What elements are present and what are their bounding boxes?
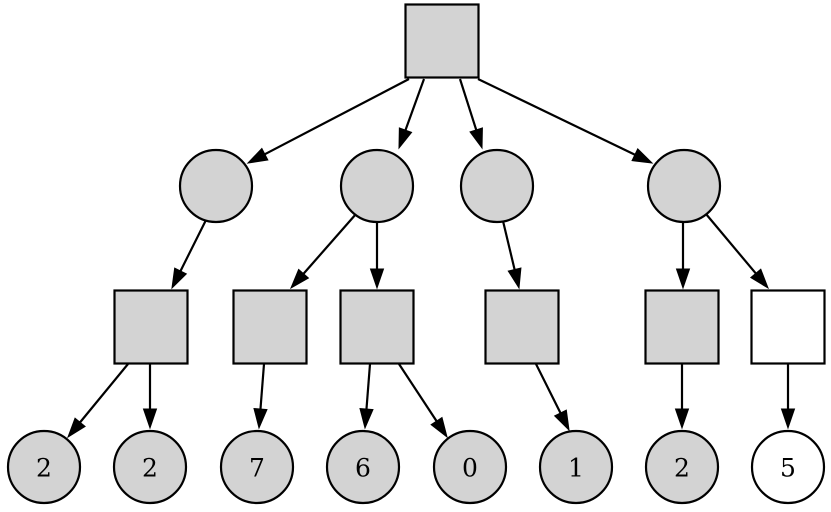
node-label: 0	[462, 454, 478, 483]
edge-line	[458, 78, 478, 132]
node-square-shape[interactable]	[404, 3, 480, 79]
edge-c2-to-s2	[289, 213, 357, 290]
edge-line	[477, 78, 637, 157]
node-label: 7	[249, 454, 265, 483]
arrowhead-icon	[246, 147, 269, 164]
edge-line	[403, 78, 426, 132]
node-l3[interactable]: 7	[219, 429, 295, 505]
edge-c4-to-s5	[675, 222, 691, 290]
node-label: 5	[780, 454, 796, 483]
arrowhead-icon	[674, 408, 690, 430]
edge-s1-to-l1	[67, 363, 129, 439]
arrowhead-icon	[631, 148, 654, 164]
node-circle-shape[interactable]	[112, 429, 188, 505]
arrowhead-icon	[289, 268, 310, 290]
arrowhead-icon	[675, 268, 691, 290]
arrowhead-icon	[67, 417, 86, 439]
node-square-shape[interactable]	[644, 289, 720, 365]
node-s1[interactable]	[113, 289, 189, 365]
edge-s2-to-l3	[253, 363, 268, 430]
node-s3[interactable]	[339, 289, 415, 365]
edge-line	[262, 78, 410, 156]
node-square-shape[interactable]	[232, 289, 308, 365]
edge-line	[705, 213, 758, 276]
node-label: 2	[36, 454, 52, 483]
edge-c2-to-s3	[369, 222, 385, 290]
edge-line	[365, 363, 372, 411]
node-c3[interactable]	[459, 148, 535, 224]
node-circle-shape[interactable]	[178, 148, 254, 224]
edge-line	[398, 363, 439, 423]
node-l4[interactable]: 6	[325, 429, 401, 505]
node-circle-shape[interactable]	[646, 148, 722, 224]
edge-c4-to-s6	[705, 213, 769, 290]
edge-s6-to-l8	[780, 364, 796, 430]
node-s4[interactable]	[484, 289, 560, 365]
node-label: 2	[142, 454, 158, 483]
edge-c3-to-s4	[501, 220, 522, 290]
node-circle-shape[interactable]	[538, 429, 614, 505]
arrowhead-icon	[507, 267, 522, 290]
node-square-shape[interactable]	[484, 289, 560, 365]
node-label: 2	[674, 454, 690, 483]
edges-layer	[67, 78, 796, 439]
arrowhead-icon	[253, 407, 268, 430]
node-l7[interactable]: 2	[644, 429, 720, 505]
node-circle-shape[interactable]	[219, 429, 295, 505]
node-s2[interactable]	[232, 289, 308, 365]
node-c4[interactable]	[646, 148, 722, 224]
node-c2[interactable]	[339, 148, 415, 224]
arrowhead-icon	[398, 127, 413, 150]
arrowhead-icon	[749, 268, 769, 290]
node-label: 1	[568, 454, 584, 483]
edge-root-to-c2	[398, 78, 426, 150]
arrowhead-icon	[142, 408, 158, 430]
edge-line	[301, 213, 357, 276]
edge-s5-to-l7	[674, 364, 690, 430]
node-circle-shape[interactable]	[459, 148, 535, 224]
node-l6[interactable]: 1	[538, 429, 614, 505]
edge-s4-to-l6	[535, 363, 570, 432]
edge-s3-to-l4	[359, 363, 374, 430]
node-l1[interactable]: 2	[6, 429, 82, 505]
node-circle-shape[interactable]	[432, 429, 508, 505]
nodes-layer: 2 2 7 6 0 1 2 5	[6, 3, 826, 505]
arrowhead-icon	[171, 267, 188, 290]
edge-c1-to-s1	[171, 219, 207, 290]
node-square-shape[interactable]	[339, 289, 415, 365]
node-circle-shape[interactable]	[339, 148, 415, 224]
node-square-shape[interactable]	[750, 289, 826, 365]
node-circle-shape[interactable]	[6, 429, 82, 505]
node-circle-shape[interactable]	[750, 429, 826, 505]
edge-line	[259, 363, 266, 411]
node-s5[interactable]	[644, 289, 720, 365]
edge-line	[178, 219, 207, 273]
edge-root-to-c4	[477, 78, 654, 164]
node-l2[interactable]: 2	[112, 429, 188, 505]
node-root[interactable]	[404, 3, 480, 79]
node-circle-shape[interactable]	[325, 429, 401, 505]
edge-line	[535, 363, 563, 415]
edge-s3-to-l5	[398, 363, 448, 439]
edge-root-to-c3	[458, 78, 483, 150]
arrowhead-icon	[359, 407, 374, 430]
arrowhead-icon	[469, 127, 483, 150]
node-l5[interactable]: 0	[432, 429, 508, 505]
arrowhead-icon	[430, 416, 448, 439]
arrowhead-icon	[780, 408, 796, 430]
node-l8[interactable]: 5	[750, 429, 826, 505]
arrowhead-icon	[369, 268, 385, 290]
edge-line	[501, 220, 517, 272]
node-c1[interactable]	[178, 148, 254, 224]
edge-s1-to-l2	[142, 364, 158, 430]
node-circle-shape[interactable]	[644, 429, 720, 505]
arrowhead-icon	[553, 409, 570, 432]
node-square-shape[interactable]	[113, 289, 189, 365]
node-s6[interactable]	[750, 289, 826, 365]
edge-line	[78, 363, 129, 425]
edge-root-to-c1	[246, 78, 410, 164]
node-label: 6	[355, 454, 371, 483]
